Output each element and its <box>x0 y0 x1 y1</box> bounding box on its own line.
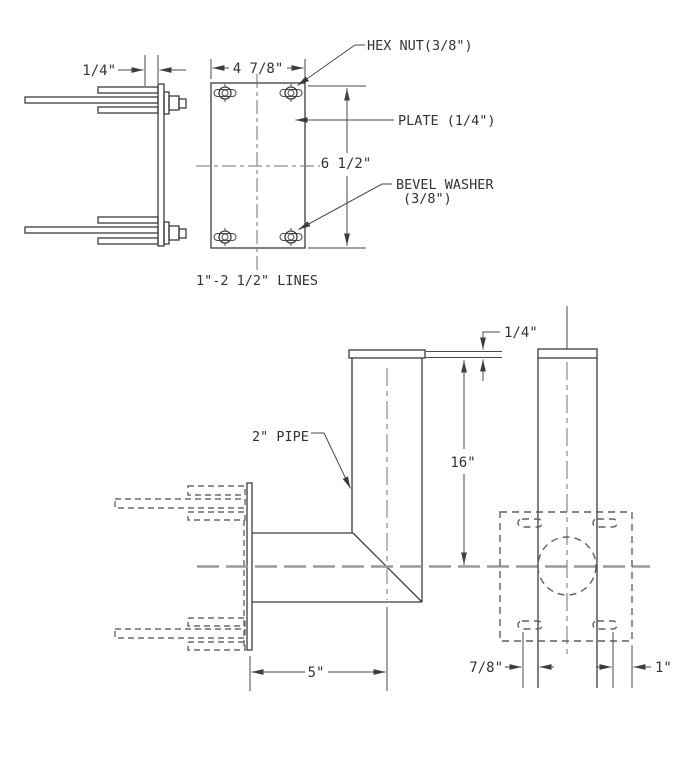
dim-plate-thickness: 1/4" <box>82 55 186 86</box>
dim-arm-length: 5" <box>249 607 388 691</box>
slot-hole <box>213 84 237 102</box>
bolt-bar <box>97 106 159 114</box>
hidden-bolt-group <box>114 617 246 651</box>
label-hex-nut: HEX NUT(3/8") <box>367 38 473 54</box>
bottom-end-view <box>499 306 633 688</box>
label-bevel-washer-line1: BEVEL WASHER <box>396 177 494 193</box>
dim-text-pipe-length: 16" <box>450 455 475 471</box>
pipe-cap <box>537 348 598 359</box>
dim-text-cap-thickness: 1/4" <box>504 325 538 341</box>
hidden-bolt-bar <box>187 485 246 496</box>
hidden-plate-outline <box>499 511 633 642</box>
slot <box>279 89 303 97</box>
bolt-tip <box>178 98 187 109</box>
hidden-bolt-bar-long <box>114 628 246 639</box>
bolt-bar <box>97 237 159 245</box>
bevel-washer-side <box>163 91 170 115</box>
dim-plate-width: 4 7/8" <box>210 59 306 79</box>
dim-slot-offsets: 7/8" 1" <box>469 632 672 688</box>
leader-line <box>298 183 392 230</box>
leader-line <box>297 44 365 86</box>
bottom-side-view <box>114 349 650 651</box>
pipe-cap <box>348 349 426 359</box>
hidden-bolt-bar <box>187 617 246 627</box>
callout-pipe: 2" PIPE <box>252 429 351 489</box>
hidden-bolt-group <box>114 485 246 521</box>
top-front-view <box>196 74 320 270</box>
plate-edge-view <box>157 83 165 247</box>
callout-hex-nut: HEX NUT(3/8") <box>297 38 473 86</box>
dim-cap-thickness: 1/4" <box>426 325 538 381</box>
bolt-bar <box>97 86 159 94</box>
bolt-circle <box>287 89 295 97</box>
slot <box>279 233 303 241</box>
label-bevel-washer-line2: (3/8") <box>403 191 452 207</box>
bolt-bar-long <box>24 96 159 104</box>
hidden-bolt-bar <box>187 641 246 651</box>
label-lines-note: 1"-2 1/2" LINES <box>196 273 318 289</box>
dim-pipe-length: 16" <box>450 360 476 565</box>
bolt-circle <box>221 89 229 97</box>
bolt-bar <box>97 216 159 224</box>
bolt-circle <box>221 233 229 241</box>
nut-circle <box>284 230 298 244</box>
hex-nut-side <box>168 95 180 111</box>
top-side-view <box>24 83 187 247</box>
slot <box>213 89 237 97</box>
bolt-tip <box>178 228 187 239</box>
label-pipe: 2" PIPE <box>252 429 309 445</box>
dim-text-slot-offset: 7/8" <box>469 660 503 676</box>
dim-text-edge-margin: 1" <box>655 660 672 676</box>
hidden-pipe-hole-circle <box>537 536 597 596</box>
bevel-washer-side <box>163 221 170 245</box>
slot-hole <box>279 84 303 102</box>
callout-bevel-washer: BEVEL WASHER (3/8") <box>298 177 494 230</box>
hidden-bolt-bar-long <box>114 498 246 509</box>
callout-plate: PLATE (1/4") <box>295 113 496 129</box>
hex-nut-side <box>168 225 180 241</box>
leader-line <box>311 432 351 489</box>
dim-text-plate-thickness: 1/4" <box>82 63 116 79</box>
hidden-slot <box>517 620 543 630</box>
bolt-circle <box>287 233 295 241</box>
nut-circle <box>218 86 232 100</box>
bolt-bar-long <box>24 226 159 234</box>
hidden-slot <box>592 518 618 528</box>
dim-text-plate-width: 4 7/8" <box>233 61 284 77</box>
nut-circle <box>284 86 298 100</box>
leader-line <box>482 331 500 340</box>
slot <box>213 233 237 241</box>
slot-hole <box>213 228 237 246</box>
dim-plate-height: 6 1/2" <box>308 85 372 249</box>
label-plate: PLATE (1/4") <box>398 113 496 129</box>
nut-circle <box>218 230 232 244</box>
hidden-slot <box>592 620 618 630</box>
slot-hole <box>279 228 303 246</box>
dim-text-arm-length: 5" <box>308 665 325 681</box>
dim-text-plate-height: 6 1/2" <box>321 156 372 172</box>
hidden-slot <box>517 518 543 528</box>
hidden-bolt-bar <box>187 511 246 521</box>
